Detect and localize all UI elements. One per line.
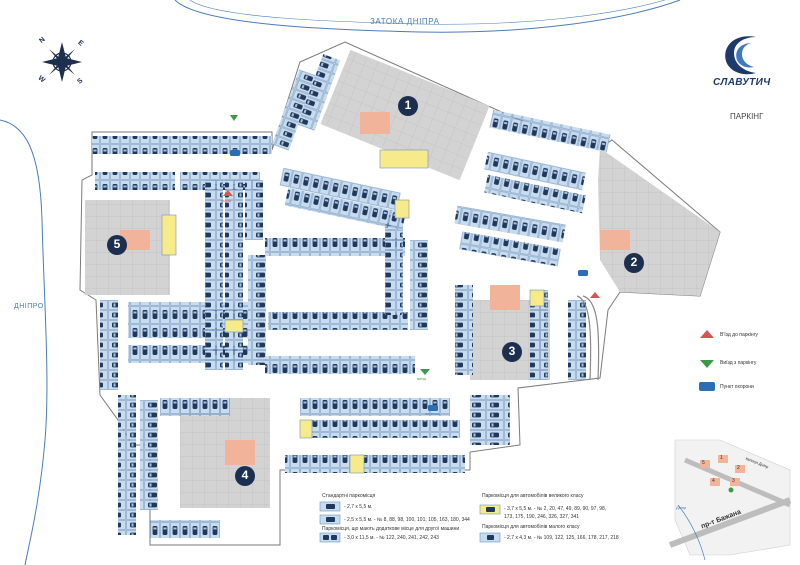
exit-gate-icon: [230, 115, 238, 121]
entry-gate-icon: [223, 190, 233, 196]
zone-marker-5: [107, 235, 127, 255]
legend-large-title: Паркомісця для автомобілів великого клас…: [482, 493, 584, 499]
inset-zone-5: 5: [702, 460, 705, 466]
zone-number-4: 4: [241, 468, 249, 482]
zone-number-2: 2: [630, 255, 638, 269]
checkpoint-label: ОХОРОНА: [425, 412, 440, 416]
inset-zone-2: 2: [737, 465, 740, 471]
bay-shoreline: [174, 0, 681, 33]
zone-markers: [107, 96, 644, 486]
exit-gate-label: ВИЇЗД: [417, 377, 426, 381]
entry-gate-icon: [590, 292, 600, 298]
brand-logo: [725, 36, 756, 75]
legend-small-title: Паркомісця для автомобілів малого класу: [482, 524, 580, 530]
legend-small-size: - 2,7 x 4,3 м. - № 109, 122, 125, 166, 1…: [504, 535, 619, 541]
legend-entry-text: В'їзд до паркінгу: [720, 332, 758, 338]
inset-zone-3: 3: [732, 478, 735, 484]
zone-marker-4: [235, 466, 255, 486]
legend-double-title: Паркомісця, що мають додаткове місце для…: [322, 526, 460, 532]
checkpoint-icon: [230, 150, 240, 156]
ramp: [576, 295, 592, 381]
stair-cores: [120, 112, 630, 465]
gate-icons: [223, 115, 600, 411]
zone-marker-3: [502, 342, 522, 362]
brand-name: СЛАВУТИЧ: [713, 77, 771, 88]
legend-exit-icon: [700, 360, 714, 368]
inset-zone-1: 1: [720, 455, 723, 461]
entry-gate-label: ВЪЕЗД: [221, 199, 231, 203]
checkpoint-icon: [578, 270, 588, 276]
parking-spots: [92, 54, 611, 538]
zone-number-3: 3: [508, 344, 516, 358]
legend-standard-size-2: - 2,5 x 5,5 м. - № 8, 88, 98, 100, 101, …: [344, 517, 470, 523]
checkpoint-icon: [428, 405, 438, 411]
legend-standard-title: Стандартні паркомісця: [322, 493, 376, 499]
legend-large-size-1: - 3,7 x 5,5 м. - № 2, 20, 47, 49, 89, 90…: [504, 506, 607, 512]
zone-number-1: 1: [404, 98, 412, 112]
legend-entry-icon: [700, 330, 714, 338]
legend-exit-text: Виїзд з паркінгу: [720, 360, 757, 366]
brand-subtitle: ПАРКІНГ: [730, 112, 764, 121]
exit-gate-icon: [420, 369, 430, 375]
river-shoreline: [0, 119, 48, 565]
legend-checkpoint-text: Пункт охорони: [720, 384, 754, 390]
legend-large-size-2: 173, 175, 190, 246, 326, 327, 341: [504, 514, 580, 520]
legend-swatches: [319, 330, 715, 543]
inset-river: Дніпр: [676, 505, 687, 510]
river-label: ДНІПРО: [14, 303, 44, 310]
bay-label: ЗАТОКА ДНІПРА: [370, 17, 440, 26]
zone-marker-2: [624, 253, 644, 273]
legend-double-size: - 3,0 x 11,5 м. - № 122, 240, 241, 242, …: [344, 535, 439, 541]
zone-number-5: 5: [113, 237, 121, 251]
bay-shoreline-inner: [189, 0, 666, 25]
ramp: [582, 295, 600, 381]
compass-rose: [42, 42, 82, 82]
legend-standard-size-1: - 2,7 x 5,5 м.: [344, 504, 373, 510]
zone-marker-1: [398, 96, 418, 116]
location-inset: [668, 439, 792, 561]
large-class-spots: [161, 149, 545, 474]
inset-zone-4: 4: [712, 478, 715, 484]
legend-checkpoint-icon: [699, 382, 715, 391]
